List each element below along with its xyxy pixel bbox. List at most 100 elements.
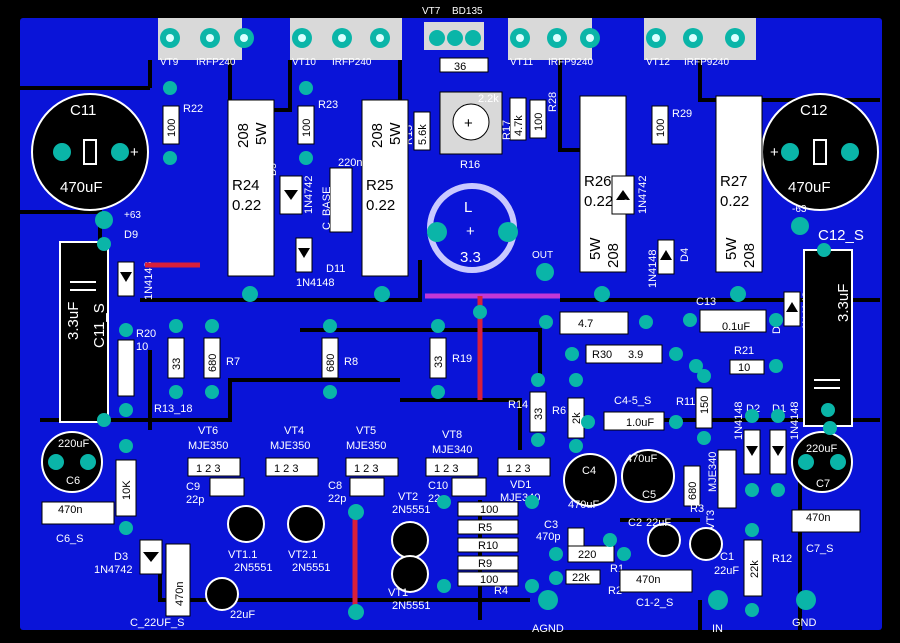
r27-label: R27 xyxy=(720,173,748,190)
d5-part: 1N4742 xyxy=(303,175,315,214)
c6-value: 220uF xyxy=(58,438,89,450)
c5-label: C5 xyxy=(642,489,656,501)
c13-value: 0.1uF xyxy=(722,321,750,333)
test-points: +63 -63 OUT xyxy=(95,204,809,281)
upper-diodes: D5 1N4742 D6 1N4742 D11 1N4148 D4 1N4148… xyxy=(117,163,813,334)
tp-out: OUT xyxy=(532,250,553,261)
tp-minus63: -63 xyxy=(792,204,807,215)
c12-label: C12 xyxy=(800,102,828,119)
c8-value: 22p xyxy=(328,493,346,505)
c22s-label: C_22UF_S xyxy=(130,617,184,629)
d11-part: 1N4148 xyxy=(296,277,335,289)
vt11-label: VT11 xyxy=(510,57,534,68)
c12s-value: 3.3uF xyxy=(835,284,852,322)
r26-label: R26 xyxy=(584,173,612,190)
vt6-pins: 1 2 3 xyxy=(196,463,220,475)
c2-value: 22uF xyxy=(646,517,671,529)
power-resistors: 208 5W R24 0.22 208 5W R25 0.22 R26 0.22… xyxy=(227,95,763,277)
r15-value: 5.6k xyxy=(417,124,429,145)
r27-pw: 208 xyxy=(741,243,758,268)
c1-label: C1 xyxy=(720,551,734,563)
vt2-label: VT2 xyxy=(398,491,418,503)
r23-value: 100 xyxy=(301,119,313,137)
r2-label: R2 xyxy=(608,585,622,597)
vt4-label: VT4 xyxy=(284,425,304,437)
vt6-label: VT6 xyxy=(198,425,218,437)
c45s-value: 1.0uF xyxy=(626,417,654,429)
agnd-label: AGND xyxy=(532,623,564,635)
vt10-part: IRFP240 xyxy=(332,57,372,68)
trimmer-cross: + xyxy=(464,115,473,132)
r11-label: R11 xyxy=(676,396,695,408)
r7-label: R7 xyxy=(226,356,240,368)
vt3-label: VT3 xyxy=(705,510,717,530)
vt8-pins: 1 2 3 xyxy=(434,463,458,475)
c22s-value2: 22uF xyxy=(230,609,255,621)
vt8-label: VT8 xyxy=(442,429,462,441)
r25-value: 0.22 xyxy=(366,197,395,214)
d6-label: D6 xyxy=(620,199,631,212)
tp-plus63: +63 xyxy=(124,210,141,221)
r25-pw: 208 xyxy=(369,123,386,148)
vt11b-label: VT1.1 xyxy=(228,549,257,561)
vt12-label: VT12 xyxy=(646,57,670,68)
r16-value: 2.2k xyxy=(478,93,499,105)
r13-label: R13_18 xyxy=(154,403,193,415)
r25-label: R25 xyxy=(366,177,394,194)
c11-value: 470uF xyxy=(60,179,103,196)
vt1-label: VT1 xyxy=(388,587,408,599)
r36-value: 36 xyxy=(454,61,466,73)
d2-part: 1N4148 xyxy=(733,401,745,440)
c3-value: 470p xyxy=(536,531,560,543)
c12-plus: + xyxy=(770,144,779,161)
vt4-part: MJE350 xyxy=(270,440,310,452)
resistor-ladder: 100 R5 R10 R9 100 R4 xyxy=(457,501,519,597)
c6s-value: 470n xyxy=(58,504,82,516)
r8-value: 680 xyxy=(325,354,337,372)
c3-label: C3 xyxy=(544,519,558,531)
connectors: AGND IN GND xyxy=(532,590,817,635)
c4-value: 470uF xyxy=(568,499,599,511)
r25-w: 5W xyxy=(387,122,404,145)
d5-label: D5 xyxy=(268,163,279,176)
c13-label: C13 xyxy=(696,296,716,308)
c45s-label: C4-5_S xyxy=(614,395,651,407)
c8-label: C8 xyxy=(328,480,342,492)
c9-value: 22p xyxy=(186,494,204,506)
c7-label: C7 xyxy=(816,478,830,490)
side-caps: 3.3uF C11_S 3.3uF C12_S xyxy=(59,227,864,427)
r100-top-value: 100 xyxy=(480,504,498,516)
r19-label: R19 xyxy=(452,353,472,365)
vt3-part: MJE340 xyxy=(707,452,719,492)
r28-value: 100 xyxy=(533,113,545,131)
r24-value: 0.22 xyxy=(232,197,261,214)
r3-label: R3 xyxy=(690,503,704,515)
c11s-label: C11_S xyxy=(91,303,108,348)
r8-label: R8 xyxy=(344,356,358,368)
r27-value: 0.22 xyxy=(720,193,749,210)
r24-w: 5W xyxy=(253,122,270,145)
vt21-label: VT2.1 xyxy=(288,549,317,561)
r14-value: 33 xyxy=(533,408,545,420)
r4-label: R4 xyxy=(494,585,508,597)
r10-label: R10 xyxy=(478,540,498,552)
r20-label: R20 xyxy=(136,328,156,340)
r27-w: 5W xyxy=(723,237,740,260)
vd1-label: VD1 xyxy=(510,479,531,491)
vt2-part: 2N5551 xyxy=(392,504,431,516)
c7-value: 220uF xyxy=(806,443,837,455)
c1-value: 22uF xyxy=(714,565,739,577)
vt9-part: IRFP240 xyxy=(196,57,236,68)
r29-value: 100 xyxy=(655,119,667,137)
r26-pw: 208 xyxy=(605,243,622,268)
r3-value: 680 xyxy=(687,482,699,500)
r23-label: R23 xyxy=(318,99,338,111)
inductor-name: L xyxy=(464,199,472,216)
c9-label: C9 xyxy=(186,481,200,493)
vt11b-part: 2N5551 xyxy=(234,562,273,574)
vd1-pins: 1 2 3 xyxy=(506,463,530,475)
c7s-label: C7_S xyxy=(806,543,834,555)
r29-label: R29 xyxy=(672,108,692,120)
small-resistors-top: 100 R22 100 R23 100 R28 100 R29 xyxy=(162,92,692,145)
